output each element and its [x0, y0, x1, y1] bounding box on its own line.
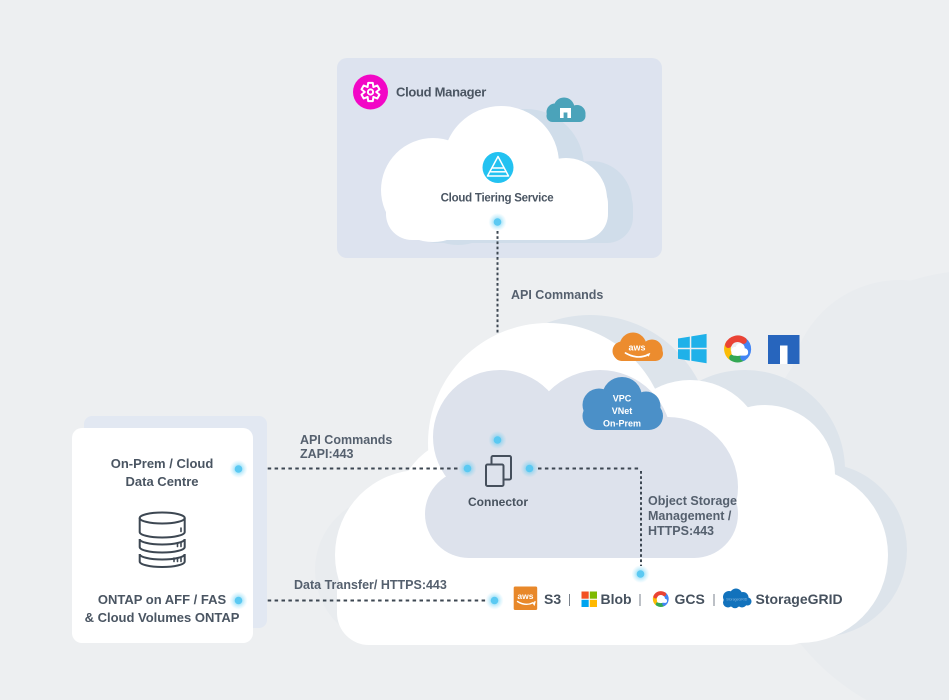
svg-text:API Commands: API Commands — [511, 288, 603, 302]
svg-text:Connector: Connector — [468, 495, 528, 509]
svg-text:VNet: VNet — [612, 406, 633, 416]
svg-text:VPC: VPC — [613, 394, 632, 404]
svg-text:StorageGRID: StorageGRID — [756, 591, 843, 607]
svg-text:Management /: Management / — [648, 509, 732, 523]
svg-text:aws: aws — [628, 343, 645, 353]
svg-text:Cloud Manager: Cloud Manager — [396, 85, 486, 100]
svg-text:& Cloud Volumes ONTAP: & Cloud Volumes ONTAP — [85, 610, 240, 625]
svg-text:|: | — [568, 593, 571, 607]
svg-text:ZAPI:443: ZAPI:443 — [300, 447, 354, 461]
svg-text:StorageGRID: StorageGRID — [726, 598, 747, 602]
svg-text:aws: aws — [517, 591, 533, 601]
svg-text:|: | — [712, 593, 715, 607]
svg-text:On-Prem: On-Prem — [603, 419, 641, 429]
svg-text:|: | — [638, 593, 641, 607]
svg-text:On-Prem / Cloud: On-Prem / Cloud — [111, 456, 214, 471]
svg-text:S3: S3 — [544, 591, 561, 607]
svg-text:GCS: GCS — [675, 591, 705, 607]
svg-text:HTTPS:443: HTTPS:443 — [648, 524, 714, 538]
svg-text:Blob: Blob — [601, 591, 632, 607]
svg-text:API Commands: API Commands — [300, 433, 392, 447]
svg-text:Data Transfer/ HTTPS:443: Data Transfer/ HTTPS:443 — [294, 578, 447, 592]
svg-text:Cloud Tiering Service: Cloud Tiering Service — [441, 193, 554, 205]
svg-text:Object Storage: Object Storage — [648, 494, 737, 508]
svg-text:Data Centre: Data Centre — [126, 474, 199, 489]
svg-text:ONTAP on AFF / FAS: ONTAP on AFF / FAS — [98, 592, 227, 607]
